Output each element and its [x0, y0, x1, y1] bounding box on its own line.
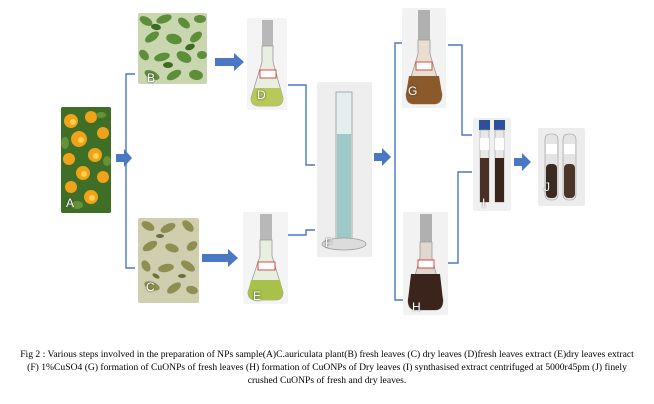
label-f: F: [325, 236, 333, 250]
label-b: B: [147, 71, 156, 85]
photo-cuonps-fresh: [402, 8, 446, 108]
figure-caption: Fig 2 : Various steps involved in the pr…: [20, 349, 634, 386]
label-e: E: [253, 289, 262, 303]
photo-cuonps-dry: [403, 212, 448, 315]
label-i: I: [482, 196, 486, 210]
label-c: C: [146, 280, 155, 294]
arrow-a: [116, 149, 132, 167]
photo-crushed-cuonps: [538, 128, 585, 206]
arrow-b-d: [215, 53, 244, 71]
photo-dry-leaves-extract: [243, 212, 288, 304]
label-g: G: [408, 84, 418, 98]
label-d: D: [257, 88, 266, 102]
photo-fresh-leaves: [138, 13, 207, 84]
photo-centrifuge-tubes: [473, 118, 511, 211]
label-h: H: [412, 300, 421, 314]
photo-plant-flowers: [61, 107, 111, 213]
arrow-f: [374, 148, 391, 166]
arrow-c-e: [202, 249, 238, 267]
photo-fresh-leaves-extract: [247, 18, 287, 110]
label-j: J: [544, 180, 550, 194]
arrow-i-j: [514, 153, 531, 171]
photo-cuso4-cylinder: [317, 82, 372, 257]
label-a: A: [66, 196, 75, 210]
photo-dry-leaves: [138, 218, 199, 303]
